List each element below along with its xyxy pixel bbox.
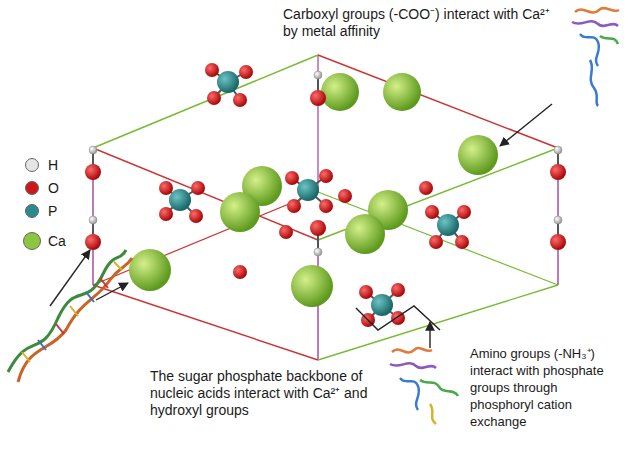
legend-label: O	[48, 180, 59, 196]
legend-label: H	[48, 157, 58, 173]
legend-swatch	[25, 204, 39, 218]
legend-label: P	[48, 203, 57, 219]
legend-label: Ca	[48, 233, 66, 249]
amino-note: Amino groups (-NH₃⁺) interact with phosp…	[470, 345, 622, 430]
carboxyl-note: Carboxyl groups (-COO⁻) interact with Ca…	[283, 6, 565, 40]
nucleic-acid-note: The sugar phosphate backbone of nucleic …	[150, 368, 390, 419]
legend-swatch	[25, 181, 39, 195]
legend-swatch	[23, 232, 41, 250]
legend-swatch	[25, 158, 39, 172]
